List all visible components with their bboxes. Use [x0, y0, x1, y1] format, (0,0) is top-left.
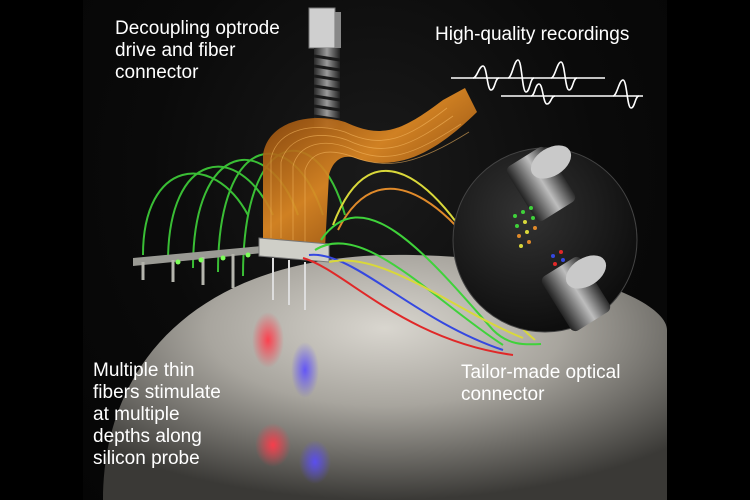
- flex-cable-traces: [270, 107, 470, 242]
- recordings-label: High-quality recordings: [435, 24, 630, 45]
- optrode-illustration: [103, 7, 667, 500]
- drive-label: Decoupling optrode drive and fiber conne…: [115, 18, 280, 83]
- spike-waveforms: [451, 59, 643, 109]
- blue-light-spot-deep: [299, 440, 331, 484]
- red-light-spot-deep: [255, 423, 291, 467]
- connector-label: Tailor-made optical connector: [461, 362, 621, 405]
- flex-cable: [263, 88, 477, 248]
- silicon-probe: [133, 245, 273, 288]
- fibers-label: Multiple thin fibers stimulate at multip…: [93, 360, 221, 469]
- blue-light-spot: [291, 342, 319, 398]
- illustration-panel: Decoupling optrode drive and fiber conne…: [83, 0, 667, 500]
- optical-connector: [452, 145, 638, 333]
- drive-screw: [308, 7, 341, 128]
- red-light-spot: [252, 312, 284, 368]
